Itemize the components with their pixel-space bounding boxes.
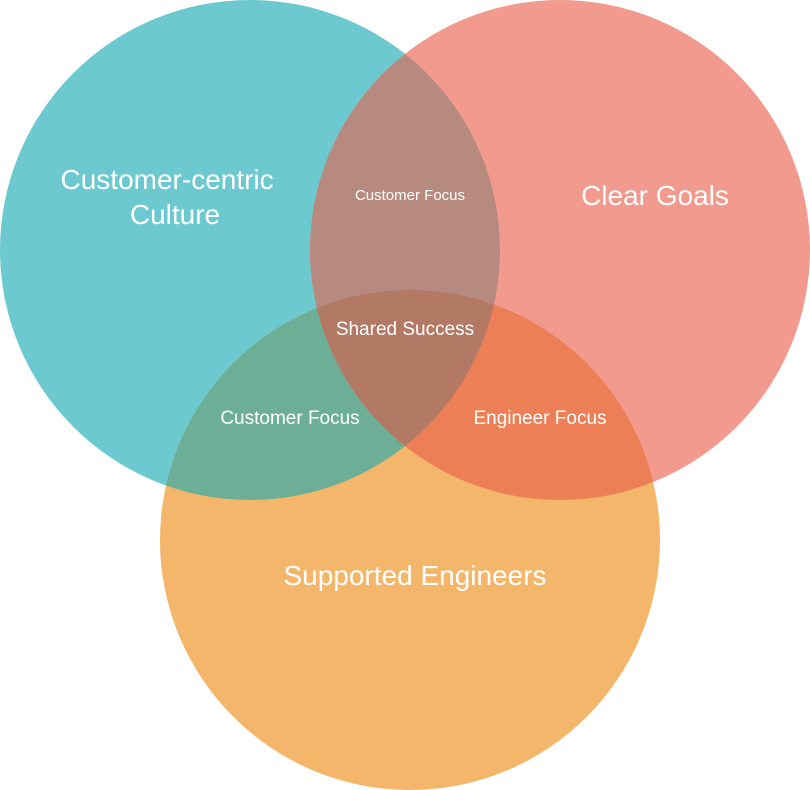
overlap-culture-engineers — [160, 290, 500, 500]
overlap-goals-engineers — [310, 290, 660, 500]
label-supported-engineers: Supported Engineers — [283, 560, 546, 591]
label-clear-goals: Clear Goals — [581, 180, 729, 211]
label-customer-centric-culture-line1: Customer-centric — [61, 164, 274, 195]
label-overlap-goals-engineers: Engineer Focus — [473, 408, 606, 429]
label-overlap-culture-engineers: Customer Focus — [220, 408, 359, 429]
label-customer-centric-culture: Customer-centric Culture — [61, 164, 282, 230]
label-overlap-culture-goals: Customer Focus — [355, 187, 465, 204]
label-customer-centric-culture-line2: Culture — [130, 199, 220, 230]
label-overlap-all: Shared Success — [336, 319, 474, 340]
